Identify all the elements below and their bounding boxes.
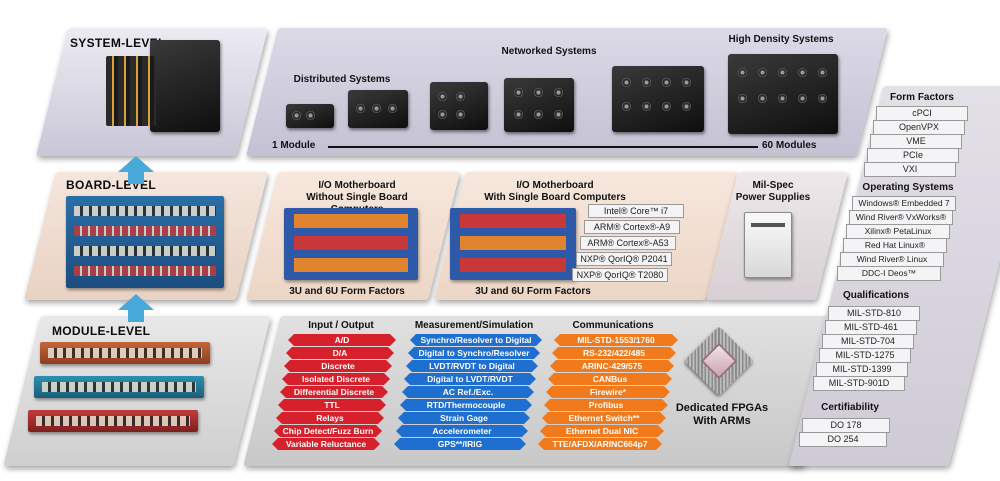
processor-item: NXP® QorIQ® P2041: [576, 252, 672, 266]
os-item: DDC-I Deos™: [837, 266, 941, 281]
measurement-title: Measurement/Simulation: [414, 320, 534, 331]
io-item: D/A: [286, 347, 394, 359]
io-item: Differential Discrete: [280, 386, 388, 398]
measurement-item: Accelerometer: [396, 425, 528, 437]
scale-line: [328, 146, 758, 148]
form-factors-title: Form Factors: [890, 92, 954, 103]
os-item: Xilinx® PetaLinux: [846, 224, 950, 239]
io-item: Isolated Discrete: [282, 373, 390, 385]
qualification-item: MIL-STD-810: [828, 306, 920, 321]
io-item: TTL: [278, 399, 386, 411]
arrow-up-icon: [118, 156, 154, 172]
motherboard-with-sbc-title-line2: With Single Board Computers: [484, 192, 626, 203]
communications-title: Communications: [572, 320, 654, 331]
power-supply-image: [744, 212, 792, 278]
processor-item: NXP® QorIQ® T2080: [572, 268, 668, 282]
form-factor-item: OpenVPX: [873, 120, 965, 135]
module-image-2: [34, 376, 204, 398]
operating-systems-title: Operating Systems: [862, 182, 954, 193]
networked-systems-label: Networked Systems: [501, 46, 597, 57]
module-image-3: [28, 410, 198, 432]
communications-item: MIL-STD-1553/1760: [554, 334, 678, 346]
distributed-system-image-2: [348, 90, 408, 128]
io-item: Chip Detect/Fuzz Burn: [274, 425, 382, 437]
certifiability-title: Certifiability: [821, 402, 879, 413]
communications-item: ARINC-429/575: [550, 360, 674, 372]
io-item: A/D: [288, 334, 396, 346]
processor-item: ARM® Cortex®-A53: [580, 236, 676, 250]
os-item: Windows® Embedded 7: [852, 196, 956, 211]
qualification-item: MIL-STD-461: [825, 320, 917, 335]
qualification-item: MIL-STD-1275: [819, 348, 911, 363]
networked-system-image-2: [504, 78, 574, 132]
high-density-system-image-2: [728, 54, 838, 134]
communications-item: RS-232/422/485: [552, 347, 676, 359]
communications-item: CANBus: [548, 373, 672, 385]
processor-item: Intel® Core™ i7: [588, 204, 684, 218]
communications-item: TTE/AFDX/ARINC664p7: [538, 438, 662, 450]
arrow-up-icon-2: [118, 294, 154, 310]
power-supplies-title-line1: Mil-Spec: [752, 180, 794, 191]
io-item: Variable Reluctance: [272, 438, 380, 450]
qualification-item: MIL-STD-704: [822, 334, 914, 349]
os-item: Wind River® VxWorks®: [849, 210, 953, 225]
io-item: Relays: [276, 412, 384, 424]
power-supplies-title-line2: Power Supplies: [735, 192, 811, 203]
measurement-item: Digital to LVDT/RVDT: [404, 373, 536, 385]
form-factor-item: VME: [870, 134, 962, 149]
qualifications-title: Qualifications: [842, 290, 910, 301]
arrow-up-icon-stem: [128, 172, 144, 184]
processor-item: ARM® Cortex®-A9: [584, 220, 680, 234]
motherboard-with-sbc-image: [450, 208, 576, 280]
system-chassis-image: [106, 40, 220, 132]
measurement-item: GPS**/IRIG: [394, 438, 526, 450]
arrow-up-icon-stem-2: [128, 310, 144, 322]
measurement-item: Digital to Synchro/Resolver: [408, 347, 540, 359]
communications-item: Ethernet Switch**: [542, 412, 666, 424]
certifiability-item: DO 178: [802, 418, 890, 433]
measurement-item: Strain Gage: [398, 412, 530, 424]
form-factor-item: PCIe: [867, 148, 959, 163]
module-image-1: [40, 342, 210, 364]
certifiability-item: DO 254: [799, 432, 887, 447]
distributed-system-image-1: [286, 104, 334, 128]
motherboard-with-sbc-title: I/O Motherboard With Single Board Comput…: [470, 180, 640, 204]
os-item: Red Hat Linux®: [843, 238, 947, 253]
fpga-label-line2: With ARMs: [693, 415, 751, 427]
qualification-item: MIL-STD-901D: [813, 376, 905, 391]
motherboard-without-sbc-title-line1: I/O Motherboard: [318, 180, 396, 191]
form-factor-item: VXI: [864, 162, 956, 177]
communications-item: Ethernet Dual NIC: [540, 425, 664, 437]
system-level-title: SYSTEM-LEVEL: [70, 36, 166, 50]
board-level-image: [66, 196, 224, 288]
motherboard-without-sbc-image: [284, 208, 418, 280]
form-factors-label-a: 3U and 6U Form Factors: [289, 286, 405, 297]
communications-item: Profibus: [544, 399, 668, 411]
measurement-item: Synchro/Resolver to Digital: [410, 334, 542, 346]
high-density-system-image-1: [612, 66, 704, 132]
module-level-title: MODULE-LEVEL: [52, 324, 151, 338]
networked-system-image-1: [430, 82, 488, 130]
communications-item: Firewire*: [546, 386, 670, 398]
fpga-label: Dedicated FPGAs With ARMs: [672, 402, 772, 428]
scale-start-label: 1 Module: [272, 140, 316, 151]
power-supplies-title: Mil-Spec Power Supplies: [728, 180, 818, 204]
scale-end-label: 60 Modules: [762, 140, 817, 151]
measurement-item: LVDT/RVDT to Digital: [406, 360, 538, 372]
form-factors-label-b: 3U and 6U Form Factors: [475, 286, 591, 297]
distributed-systems-label: Distributed Systems: [293, 74, 391, 85]
io-title: Input / Output: [308, 320, 374, 331]
measurement-item: AC Ref./Exc.: [402, 386, 534, 398]
os-item: Wind River® Linux: [840, 252, 944, 267]
high-density-systems-label: High Density Systems: [728, 34, 834, 45]
form-factor-item: cPCI: [876, 106, 968, 121]
fpga-label-line1: Dedicated FPGAs: [675, 402, 769, 414]
motherboard-with-sbc-title-line1: I/O Motherboard: [516, 180, 594, 191]
qualification-item: MIL-STD-1399: [816, 362, 908, 377]
io-item: Discrete: [284, 360, 392, 372]
measurement-item: RTD/Thermocouple: [400, 399, 532, 411]
